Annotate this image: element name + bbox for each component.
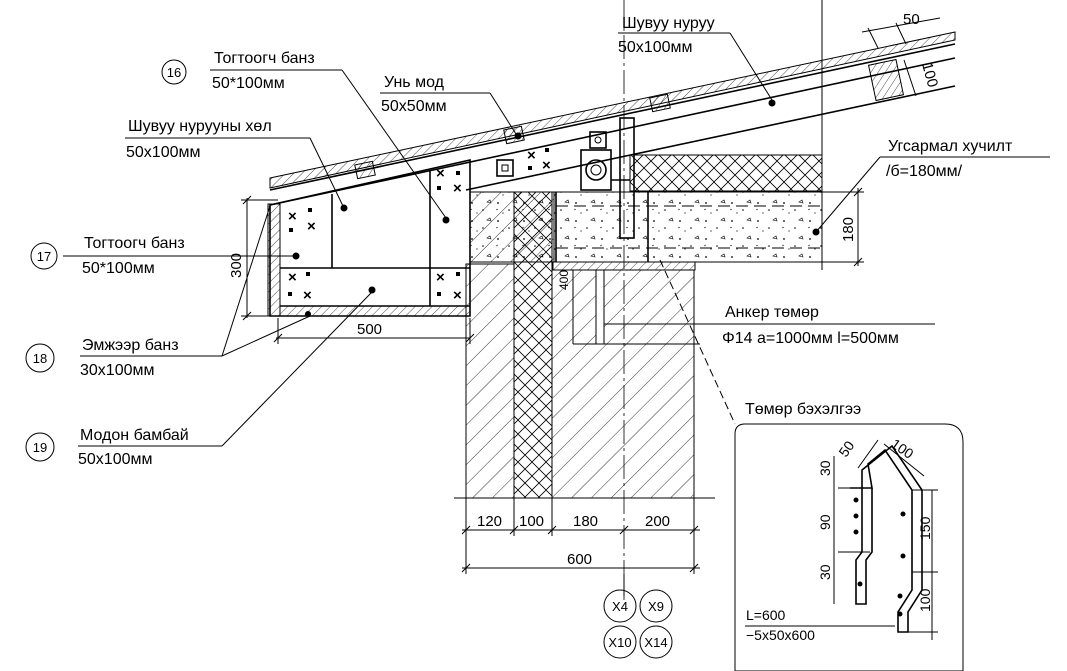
callout-bubble-19 bbox=[25, 432, 55, 462]
label-batten-size: 50x50мм bbox=[381, 98, 447, 115]
dim-bracket-150: 150 bbox=[917, 516, 933, 540]
label-stop-board-17-name: Тогтоогч банз bbox=[84, 235, 185, 252]
label-bracket-section: −5x50x600 bbox=[746, 627, 815, 643]
leader-lines bbox=[63, 32, 1050, 596]
detail-frame bbox=[734, 423, 964, 671]
dim-slab-180: 180 bbox=[840, 217, 857, 242]
callout-number-16: 16 bbox=[167, 65, 181, 80]
label-anchor-name: Анкер төмөр bbox=[725, 304, 819, 321]
callout-number-18: 18 bbox=[33, 351, 47, 366]
bracket-profile bbox=[861, 444, 923, 633]
dim-anchor-400: 400 bbox=[557, 270, 571, 290]
svg-text:×: × bbox=[436, 269, 445, 286]
label-stop-board-17-size: 50*100мм bbox=[82, 260, 155, 277]
label-wood-panel-size: 50x100мм bbox=[78, 451, 153, 468]
dim-bracket-30-bottom: 30 bbox=[817, 564, 833, 580]
svg-text:×: × bbox=[527, 147, 536, 164]
svg-text:×: × bbox=[436, 165, 445, 182]
dimension-lines bbox=[241, 17, 941, 574]
label-fascia-board-size: 30x100мм bbox=[80, 362, 155, 379]
svg-text:×: × bbox=[453, 287, 462, 304]
dim-wall-120: 120 bbox=[477, 513, 502, 530]
batten-block bbox=[649, 93, 671, 113]
axis-label-x9: X9 bbox=[648, 599, 664, 614]
dim-bracket-30-top: 30 bbox=[817, 460, 833, 476]
wall-layer-120 bbox=[465, 263, 515, 499]
dim-bracket-50: 50 bbox=[835, 438, 857, 460]
dim-wall-total: 600 bbox=[567, 551, 592, 568]
wall-layer-180 bbox=[551, 269, 695, 499]
svg-text:×: × bbox=[307, 218, 316, 235]
label-precast-slab-name: Угсармал хучилт bbox=[888, 138, 1013, 155]
axis-label-x10: X10 bbox=[608, 635, 631, 650]
dim-wall-100: 100 bbox=[519, 513, 544, 530]
dim-width-500: 500 bbox=[357, 321, 382, 338]
wall-section bbox=[454, 0, 715, 600]
fascia-board-section bbox=[267, 203, 281, 317]
callout-bubble-16 bbox=[161, 59, 187, 85]
roof-structure bbox=[269, 0, 956, 270]
label-precast-slab-size: /б=180мм/ bbox=[886, 163, 963, 180]
label-stop-board-16-name: Тогтоогч банз bbox=[214, 50, 315, 67]
top-insulation-block bbox=[629, 154, 823, 192]
dim-bracket-100-side: 100 bbox=[917, 588, 933, 612]
dim-bracket-100-top: 100 bbox=[888, 435, 916, 462]
svg-text:×: × bbox=[453, 180, 462, 197]
axis-label-x4: X4 bbox=[612, 599, 628, 614]
anchor-bolt-assembly bbox=[580, 149, 612, 191]
callout-number-19: 19 bbox=[33, 440, 47, 455]
svg-text:×: × bbox=[288, 269, 297, 286]
label-fascia-board-name: Эмжээр банз bbox=[82, 337, 179, 354]
axis-bubbles: X4 X9 X10 X14 bbox=[603, 589, 673, 659]
callout-bubble-18 bbox=[25, 343, 55, 373]
label-batten-name: Унь мод bbox=[384, 74, 445, 91]
svg-text:×: × bbox=[288, 208, 297, 225]
leader-dots bbox=[292, 99, 820, 317]
label-bird-ridge-name: Шувуу нуруу bbox=[622, 15, 715, 32]
label-ridge-foot-name: Шувуу нурууны хөл bbox=[128, 118, 272, 135]
dim-bracket-90: 90 bbox=[817, 514, 833, 530]
anchor-rod bbox=[595, 269, 605, 345]
label-anchor-spec: Φ14 a=1000мм l=500мм bbox=[722, 330, 899, 347]
callout-number-17: 17 bbox=[37, 249, 51, 264]
svg-text:×: × bbox=[542, 157, 551, 174]
axis-label-x14: X14 bbox=[644, 635, 667, 650]
dim-top-100: 100 bbox=[918, 61, 941, 90]
steel-bracket-detail bbox=[734, 423, 964, 671]
rafter-top-line bbox=[269, 43, 956, 191]
timber-section-markers: × × × × × × × × × × bbox=[288, 147, 551, 304]
roof-sheathing bbox=[269, 31, 956, 189]
dim-wall-200: 200 bbox=[645, 513, 670, 530]
batten-block bbox=[354, 160, 376, 180]
label-bracket-length: L=600 bbox=[746, 607, 786, 623]
label-stop-board-16-size: 50*100мм bbox=[212, 75, 285, 92]
svg-text:×: × bbox=[303, 287, 312, 304]
dim-top-50: 50 bbox=[903, 11, 920, 28]
label-wood-panel-name: Модон бамбай bbox=[80, 427, 189, 444]
label-bird-ridge-size: 50x100мм bbox=[618, 39, 693, 56]
dim-wall-180: 180 bbox=[573, 513, 598, 530]
label-bracket-title: Төмөр бэхэлгээ bbox=[745, 401, 861, 418]
callout-bubble-17 bbox=[30, 242, 58, 270]
label-ridge-foot-size: 50x100мм bbox=[126, 144, 201, 161]
wall-layer-100 bbox=[513, 191, 553, 499]
eave-timber-box: × × × × × × × × × × bbox=[267, 117, 635, 317]
rafter-underside bbox=[465, 85, 956, 191]
rafter-bottom-line bbox=[269, 57, 956, 206]
rafter-end-section bbox=[867, 58, 905, 102]
dim-height-300: 300 bbox=[228, 253, 245, 278]
